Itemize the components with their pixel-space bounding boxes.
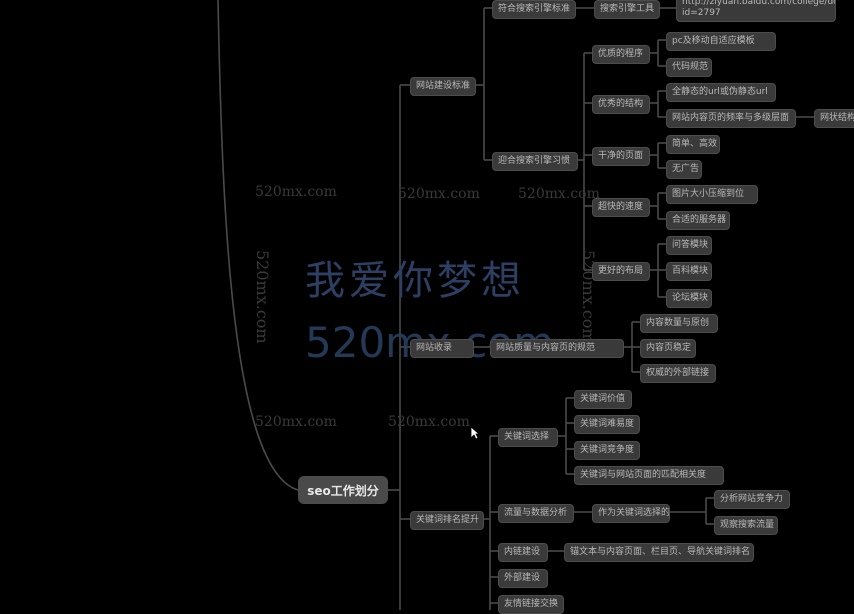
node-search-tool[interactable]: 搜索引擎工具 xyxy=(594,0,660,19)
node-keywords[interactable]: 关键词选择 xyxy=(498,428,558,447)
node-keyword-item[interactable]: 关键词难易度 xyxy=(574,415,640,434)
node-program-item[interactable]: 代码规范 xyxy=(666,58,712,77)
node-keyword-item[interactable]: 关键词竞争度 xyxy=(574,441,640,460)
node-good-program[interactable]: 优质的程序 xyxy=(592,45,650,64)
node-structure-item[interactable]: 网站内容页的频率与多级层面 xyxy=(666,109,796,128)
root-node[interactable]: seo工作划分 xyxy=(298,476,388,504)
node-url-note[interactable]: http://ziyuan.baidu.com/college/document… xyxy=(676,0,836,22)
node-traffic-ref[interactable]: 作为关键词选择的参考 xyxy=(592,504,670,523)
node-search-friendly[interactable]: 符合搜索引擎标准 xyxy=(492,0,576,19)
node-traffic-item[interactable]: 分析网站竞争力 xyxy=(714,490,790,509)
node-layout-item[interactable]: 问答模块 xyxy=(666,236,712,255)
node-speed-item[interactable]: 合适的服务器 xyxy=(666,211,730,230)
node-program-item[interactable]: pc及移动自适应模板 xyxy=(666,32,776,51)
node-user-habits[interactable]: 迎合搜索引擎习惯 xyxy=(492,152,578,171)
node-friend-links[interactable]: 友情链接交换 xyxy=(498,595,564,614)
node-fast-speed[interactable]: 超快的速度 xyxy=(592,198,650,217)
node-structure-extra[interactable]: 网状结构 xyxy=(814,109,854,128)
node-good-structure[interactable]: 优秀的结构 xyxy=(592,95,650,114)
node-indexing[interactable]: 网站收录 xyxy=(410,339,474,358)
node-website-standard[interactable]: 网站建设标准 xyxy=(410,77,476,96)
node-internal-links[interactable]: 内链建设 xyxy=(498,543,548,562)
node-clean-item[interactable]: 无广告 xyxy=(666,160,702,179)
brand-watermark-cn: 我爱你梦想 xyxy=(305,258,525,304)
node-quality[interactable]: 网站质量与内容页的规范 xyxy=(490,339,624,358)
node-quality-item[interactable]: 内容数量与原创 xyxy=(640,314,718,333)
node-clean-page[interactable]: 干净的页面 xyxy=(592,147,650,166)
node-better-layout[interactable]: 更好的布局 xyxy=(592,262,650,281)
node-internal-desc[interactable]: 锚文本与内容页面、栏目页、导航关键词排名 xyxy=(564,543,754,562)
node-clean-item[interactable]: 简单、高效 xyxy=(666,135,720,154)
mouse-cursor-icon xyxy=(470,426,480,440)
node-quality-item[interactable]: 内容页稳定 xyxy=(640,339,696,358)
node-traffic[interactable]: 流量与数据分析 xyxy=(498,504,574,523)
node-structure-item[interactable]: 全静态的url或伪静态url xyxy=(666,83,776,102)
node-external[interactable]: 外部建设 xyxy=(498,569,548,588)
node-speed-item[interactable]: 图片大小压缩到位 xyxy=(666,185,758,204)
node-layout-item[interactable]: 论坛模块 xyxy=(666,289,712,308)
node-keyword-item[interactable]: 关键词与网站页面的匹配相关度 xyxy=(574,466,724,485)
node-quality-item[interactable]: 权威的外部链接 xyxy=(640,364,716,383)
node-layout-item[interactable]: 百科模块 xyxy=(666,262,712,281)
node-traffic-item[interactable]: 观察搜索流量 xyxy=(714,516,778,535)
node-keyword-item[interactable]: 关键词价值 xyxy=(574,390,632,409)
node-ranking[interactable]: 关键词排名提升 xyxy=(410,511,484,530)
